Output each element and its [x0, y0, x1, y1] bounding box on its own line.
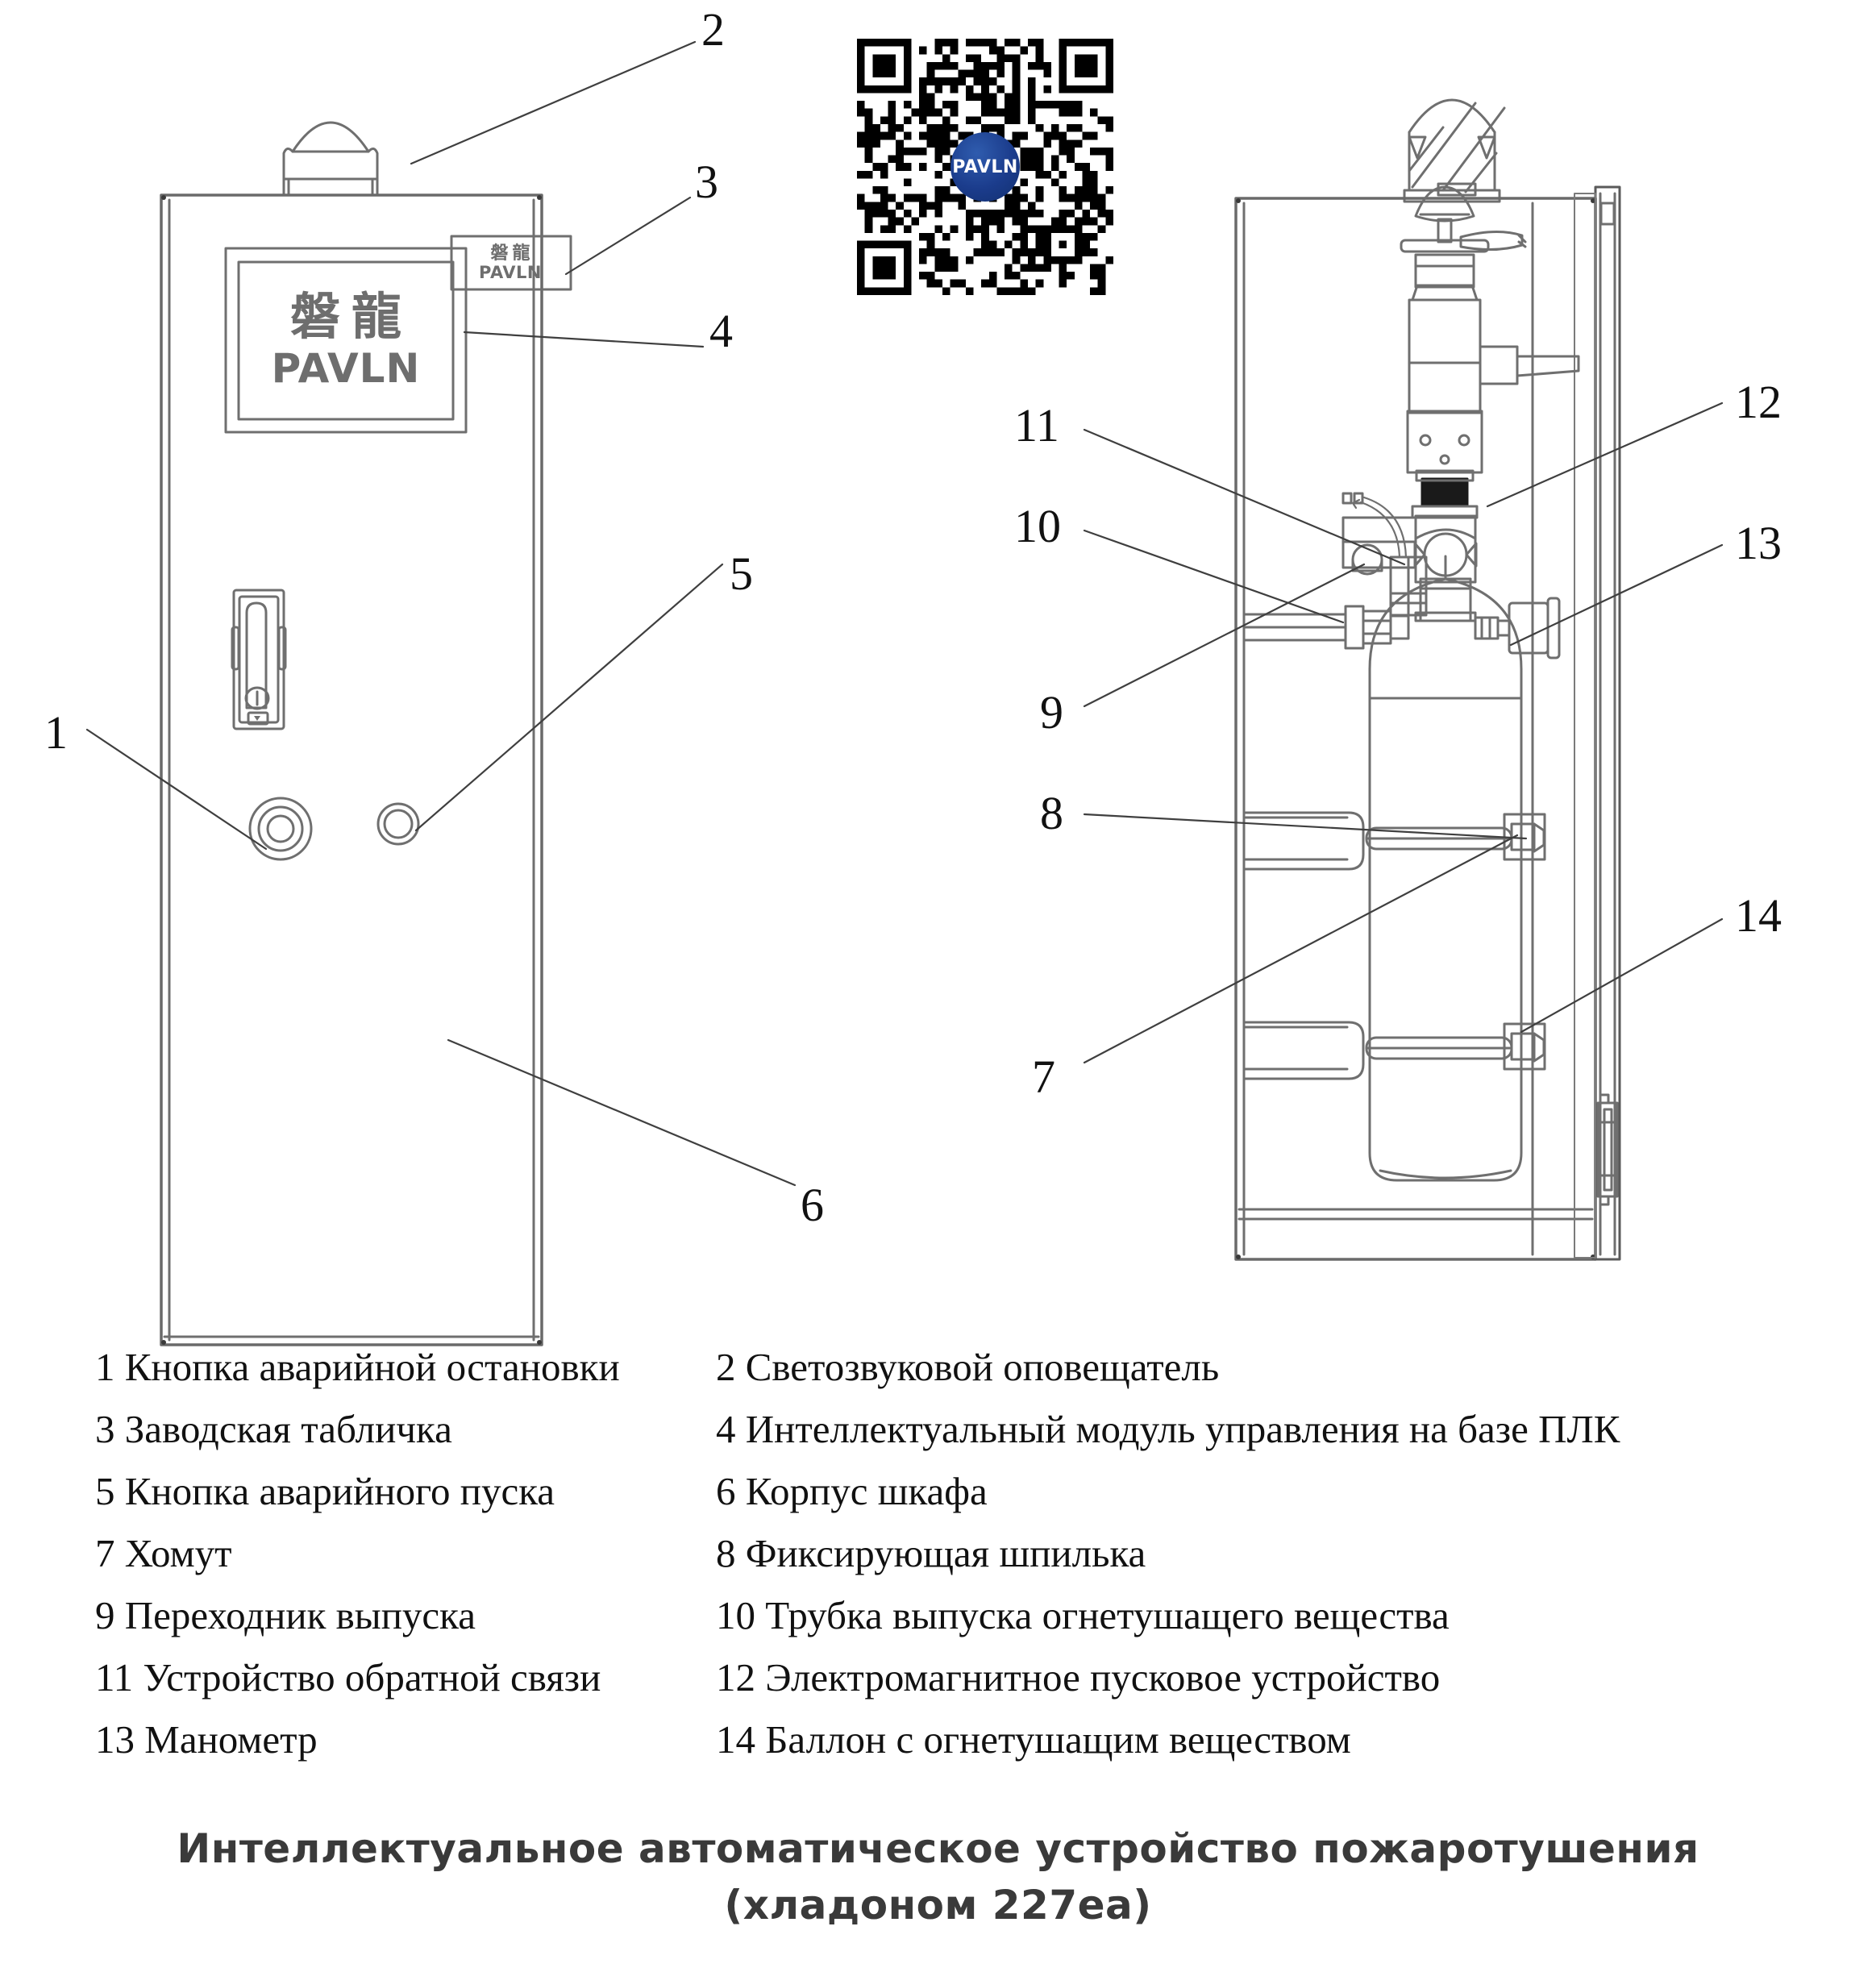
legend-row: 13 Манометр 14 Баллон с огнетушащим вещес…	[95, 1716, 1667, 1764]
legend-item-right: 6 Корпус шкафа	[716, 1469, 988, 1513]
clamp-upper	[1244, 811, 1546, 871]
legend-item-right: 8 Фиксирующая шпилька	[716, 1531, 1146, 1575]
callout-number-11: 11	[1014, 399, 1059, 451]
title-line-1: Интеллектуальное автоматическое устройст…	[177, 1825, 1699, 1872]
legend-item-left: 5 Кнопка аварийного пуска	[95, 1469, 555, 1513]
emergency-start-button	[376, 802, 420, 846]
beacon-light-hatched	[1403, 98, 1506, 203]
cabinet-door-open-leaf	[1574, 185, 1621, 1261]
cabinet-shell-open	[1234, 197, 1597, 1261]
legend-item-left: 1 Кнопка аварийной остановки	[95, 1345, 620, 1389]
hinge-upper	[1596, 1093, 1619, 1206]
callout-number-2: 2	[701, 3, 725, 56]
legend-item-right: 12 Электромагнитное пусковое устройство	[716, 1655, 1441, 1700]
legend-row: 7 Хомут 8 Фиксирующая шпилька	[95, 1529, 1667, 1578]
cabinet-body	[160, 193, 543, 1346]
callout-number-6: 6	[801, 1179, 824, 1231]
callout-number-7: 7	[1032, 1051, 1055, 1103]
brand-en-small: PAVLN	[479, 262, 542, 282]
extinguishant-cylinder	[1368, 555, 1523, 1182]
plc-control-module	[224, 247, 468, 434]
legend-item-right: 14 Баллон с огнетушащим веществом	[716, 1717, 1351, 1762]
legend-item-right: 2 Светозвуковой оповещатель	[716, 1345, 1220, 1389]
callout-number-14: 14	[1735, 889, 1782, 942]
beacon-light	[282, 121, 379, 197]
legend-item-right: 4 Интеллектуальный модуль управления на …	[716, 1407, 1620, 1451]
legend-item-left: 13 Манометр	[95, 1717, 318, 1762]
brand-cn-large: 磐龍	[289, 287, 413, 346]
callout-number-3: 3	[695, 156, 718, 208]
callout-number-1: 1	[44, 706, 68, 759]
legend-item-left: 7 Хомут	[95, 1531, 232, 1575]
callout-number-12: 12	[1735, 376, 1782, 428]
factory-nameplate-logo: 磐龍 PAVLN	[454, 239, 567, 286]
callout-number-5: 5	[730, 547, 753, 600]
callout-number-13: 13	[1735, 517, 1782, 569]
legend-row: 1 Кнопка аварийной остановки 2 Светозвуко…	[95, 1343, 1667, 1392]
brand-en-large: PAVLN	[271, 345, 421, 392]
plc-module-logo-plate: 磐龍 PAVLN	[242, 268, 450, 413]
discharge-tube	[1242, 605, 1410, 650]
leader-lines-right	[1083, 402, 1724, 1064]
clamp-lower	[1244, 1021, 1546, 1080]
emergency-stop-button	[248, 797, 313, 861]
qr-center-logo: PAVLN	[950, 132, 1020, 202]
cabinet-closed-view	[160, 121, 572, 1346]
callout-number-8: 8	[1040, 787, 1063, 839]
legend-item-left: 3 Заводская табличка	[95, 1407, 452, 1451]
qr-code[interactable]: PAVLN	[857, 39, 1113, 295]
qr-logo-text: PAVLN	[952, 156, 1018, 177]
feedback-switch	[1341, 492, 1428, 617]
legend-row: 11 Устройство обратной связи 12 Электрома…	[95, 1654, 1667, 1702]
legend-item-right: 10 Трубка выпуска огнетушащего вещества	[716, 1593, 1450, 1637]
door-handle-lock	[231, 589, 287, 730]
legend-item-left: 11 Устройство обратной связи	[95, 1655, 601, 1700]
legend-row: 5 Кнопка аварийного пуска 6 Корпус шкафа	[95, 1467, 1667, 1516]
callout-number-10: 10	[1014, 500, 1061, 552]
legend-item-left: 9 Переходник выпуска	[95, 1593, 476, 1637]
legend-row: 3 Заводская табличка 4 Интеллектуальный м…	[95, 1405, 1667, 1454]
title-line-2: (хладоном 227ea)	[724, 1882, 1152, 1928]
parts-legend: 1 Кнопка аварийной остановки 2 Светозвуко…	[95, 1343, 1667, 1778]
cabinet-open-view	[1234, 98, 1621, 1261]
callout-number-4: 4	[709, 305, 733, 357]
valve-manifold-assembly	[1400, 185, 1580, 584]
drawing-title: Интеллектуальное автоматическое устройст…	[0, 1820, 1876, 1933]
leader-lines-left	[85, 40, 797, 1187]
legend-row: 9 Переходник выпуска 10 Трубка выпуска ог…	[95, 1591, 1667, 1640]
callout-number-9: 9	[1040, 686, 1063, 739]
brand-cn-small: 磐龍	[490, 243, 535, 264]
